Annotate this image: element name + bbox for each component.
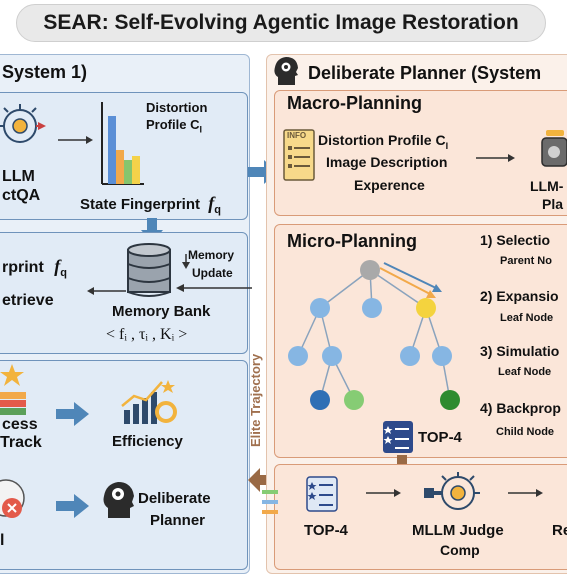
distortion-histogram-icon xyxy=(101,102,144,185)
selected-node xyxy=(416,298,436,318)
mllm-judge-label: MLLM Judge xyxy=(412,522,504,539)
tree-node xyxy=(362,298,382,318)
page-title: SEAR: Self-Evolving Agentic Image Restor… xyxy=(43,11,519,34)
left-panel-header: System 1) xyxy=(2,62,88,82)
arrow-to-judge-icon xyxy=(366,489,401,497)
macro-planning-box xyxy=(274,90,567,216)
ranking-list-icon-2 xyxy=(306,476,338,512)
micro-planning-heading: Micro-Planning xyxy=(287,231,417,251)
arrow-right-blue-icon xyxy=(56,402,89,426)
failure-clock-icon xyxy=(0,479,25,518)
trajectory-icon xyxy=(262,490,278,514)
title-banner: SEAR: Self-Evolving Agentic Image Restor… xyxy=(16,4,546,42)
retrieve-label: etrieve xyxy=(2,292,54,309)
planner-head-icon xyxy=(274,57,298,85)
tree-node xyxy=(288,346,308,366)
mllm-judge-chip-icon xyxy=(424,472,480,510)
llm-label: LLM xyxy=(2,168,35,185)
fingerprint-query-label: rprint fq xyxy=(2,256,67,280)
memory-bank-label: Memory Bank xyxy=(112,303,211,320)
micro-planning-box xyxy=(274,224,567,458)
mllm-judge-label-2: Comp xyxy=(440,542,480,558)
mcts-tree xyxy=(288,260,460,410)
arrow-to-llm-icon xyxy=(476,154,515,162)
macro-line-1: Distortion Profile CI xyxy=(318,132,449,151)
success-track-label-2: Track xyxy=(0,434,42,451)
failure-label: l xyxy=(0,532,5,549)
distortion-profile-label-2: Profile CI xyxy=(146,117,202,135)
bottom-top4-label: TOP-4 xyxy=(304,522,348,539)
deliberate-planner-label: Deliberate xyxy=(138,490,211,507)
step-3-sub: Leaf Node xyxy=(498,366,552,378)
arrow-to-result-icon xyxy=(508,489,543,497)
success-stack-icon xyxy=(0,364,26,415)
tree-node xyxy=(322,346,342,366)
memory-box xyxy=(0,232,248,354)
right-panel-header: Deliberate Planner (System xyxy=(308,63,542,83)
step-4-sub: Child Node xyxy=(496,426,555,438)
step-2-sub: Leaf Node xyxy=(500,312,554,324)
leaf-node xyxy=(310,390,330,410)
deliberate-planner-label-2: Planner xyxy=(150,512,206,529)
llm-planner-label: LLM- xyxy=(530,178,564,194)
info-icon-text: INFO xyxy=(287,131,307,140)
ranking-list-icon xyxy=(383,421,413,453)
arrow-right-icon xyxy=(58,136,93,144)
elite-trajectory-label: Elite Trajectory xyxy=(248,353,263,447)
state-fingerprint-label: State Fingerprint fq xyxy=(80,193,221,216)
info-document-icon xyxy=(283,129,315,181)
step-1-title: 1) Selectio xyxy=(480,232,551,248)
routing-box xyxy=(0,360,248,570)
llm-robot-icon xyxy=(541,130,567,167)
root-node xyxy=(360,260,380,280)
memory-tuple: < fᵢ , τᵢ , Kᵢ > xyxy=(106,326,188,343)
efficiency-label: Efficiency xyxy=(112,433,183,450)
brain-head-icon xyxy=(103,482,134,518)
tree-node xyxy=(432,346,452,366)
arrow-right-blue-icon-2 xyxy=(56,494,89,518)
llm-planner-label-2: Pla xyxy=(542,196,564,212)
top4-label: TOP-4 xyxy=(418,429,462,446)
efficiency-chart-icon xyxy=(121,380,177,424)
memory-update-label-2: Update xyxy=(192,266,233,280)
llm-label-2: ctQA xyxy=(2,187,41,204)
leaf-node xyxy=(440,390,460,410)
step-3-title: 3) Simulatio xyxy=(480,343,560,359)
result-label: Re xyxy=(552,522,567,539)
tree-node xyxy=(310,298,330,318)
macro-planning-heading: Macro-Planning xyxy=(287,93,423,113)
database-icon xyxy=(127,243,171,297)
macro-line-2: Image Description xyxy=(326,154,448,170)
success-track-label: cess xyxy=(2,416,38,433)
step-2-title: 2) Expansio xyxy=(480,288,559,304)
memory-update-label: Memory xyxy=(188,248,235,262)
memory-update-arrow xyxy=(176,254,252,292)
distortion-profile-label: Distortion xyxy=(146,100,208,115)
step-4-title: 4) Backprop xyxy=(480,400,561,416)
mllm-chip-icon xyxy=(0,104,46,143)
leaf-node xyxy=(344,390,364,410)
step-1-sub: Parent No xyxy=(500,255,552,267)
arrow-left-icon xyxy=(87,287,126,295)
macro-line-3: Experence xyxy=(354,177,425,193)
tree-node xyxy=(400,346,420,366)
